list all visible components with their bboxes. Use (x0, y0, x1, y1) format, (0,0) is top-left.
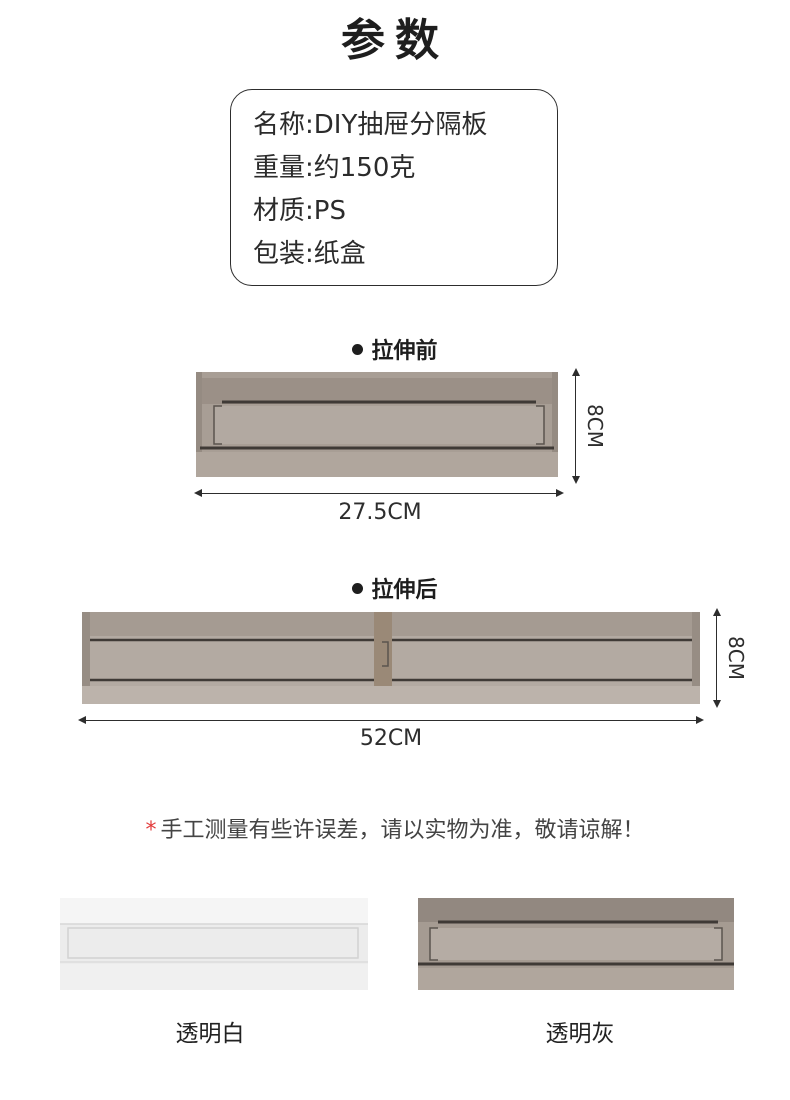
divider-window (67, 927, 359, 959)
divider-top-band (418, 898, 734, 922)
spec-row-material: 材质:PS (253, 190, 557, 233)
divider-clip-right (714, 927, 723, 961)
spec-row-package: 包装:纸盒 (253, 233, 557, 276)
arrow-down-icon (713, 700, 721, 708)
arrow-up-icon (713, 608, 721, 616)
divider-base (82, 686, 700, 704)
spec-value: 纸盒 (313, 239, 366, 269)
spec-row-weight: 重量:约150克 (253, 147, 557, 190)
divider-window (214, 406, 544, 444)
divider-end-left (196, 372, 202, 477)
bullet-dot-icon (352, 344, 364, 355)
variant-label-white: 透明白 (175, 1021, 245, 1047)
height-dimension-line (716, 614, 717, 702)
spec-label: 名称: (253, 110, 314, 140)
spec-row-name: 名称:DIY抽屉分隔板 (253, 104, 557, 147)
divider-top-band (200, 378, 554, 404)
divider-clip (382, 641, 389, 667)
divider-window (430, 928, 722, 960)
divider-base (60, 964, 368, 990)
spec-box: 名称:DIY抽屉分隔板 重量:约150克 材质:PS 包装:纸盒 (230, 89, 558, 286)
divider-clip-left (213, 405, 222, 445)
spec-label: 重量: (253, 153, 314, 183)
spec-label: 材质: (253, 196, 314, 226)
asterisk-mark: * (145, 818, 157, 843)
divider-end-left (82, 612, 90, 704)
divider-end-right (692, 612, 700, 704)
divider-clip-left (429, 927, 438, 961)
arrow-left-icon (194, 489, 202, 497)
width-label-after: 52CM (359, 726, 423, 751)
divider-end-right (552, 372, 558, 477)
arrow-right-icon (556, 489, 564, 497)
variant-image-white (60, 898, 368, 990)
divider-base (196, 452, 558, 477)
measurement-note: *手工测量有些许误差，请以实物为准，敬请谅解！ (0, 812, 790, 844)
divider-image-after (82, 612, 700, 704)
divider-base (418, 968, 734, 990)
spec-value: 约150克 (313, 153, 416, 183)
arrow-down-icon (572, 476, 580, 484)
height-label-before: 8CM (583, 404, 607, 448)
measurement-note-text: 手工测量有些许误差，请以实物为准，敬请谅解！ (160, 818, 645, 843)
divider-image-before (196, 372, 558, 477)
section-heading-text: 拉伸后 (371, 578, 438, 603)
section-heading-after: 拉伸后 (0, 572, 790, 604)
page-title: 参数 (341, 15, 449, 66)
bullet-dot-icon (352, 583, 364, 594)
divider-top-band (60, 898, 368, 924)
section-heading-before: 拉伸前 (0, 333, 790, 365)
spec-label: 包装: (253, 239, 314, 269)
arrow-left-icon (78, 716, 86, 724)
spec-value: PS (313, 196, 346, 226)
width-dimension-line (84, 720, 698, 721)
height-label-after: 8CM (724, 636, 748, 680)
divider-clip-right (536, 405, 545, 445)
arrow-right-icon (696, 716, 704, 724)
section-heading-text: 拉伸前 (371, 339, 438, 364)
arrow-up-icon (572, 368, 580, 376)
spec-value: DIY抽屉分隔板 (313, 110, 488, 140)
variant-image-gray (418, 898, 734, 990)
variant-label-gray: 透明灰 (545, 1021, 615, 1047)
width-dimension-line (200, 493, 558, 494)
width-label-before: 27.5CM (338, 500, 422, 525)
height-dimension-line (575, 374, 576, 478)
divider-joint (374, 612, 392, 704)
